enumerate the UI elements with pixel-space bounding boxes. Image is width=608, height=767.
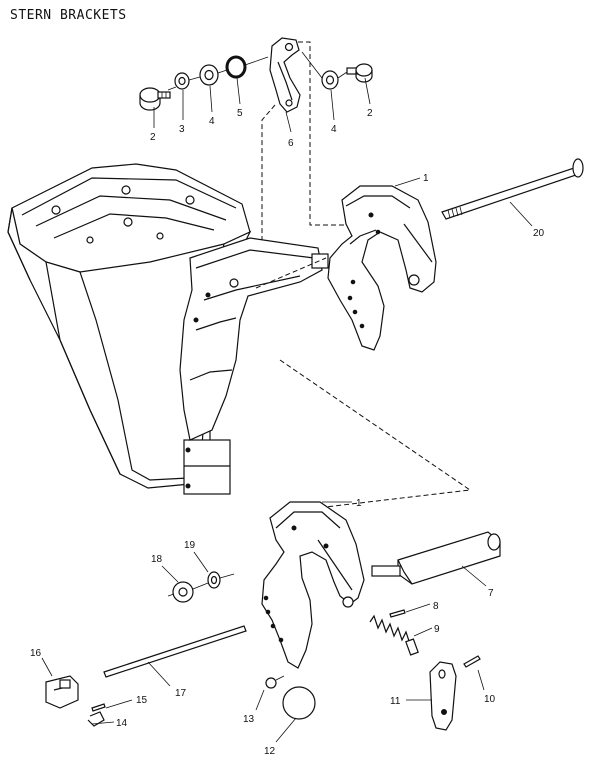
callout-2-left: 2 xyxy=(150,132,156,143)
part-4-washer-left xyxy=(199,64,219,86)
part-12-cap xyxy=(282,686,316,720)
diagram-title: STERN BRACKETS xyxy=(10,8,127,23)
callout-12: 12 xyxy=(264,746,276,757)
part-2-bolt-left xyxy=(139,87,171,111)
callout-7: 7 xyxy=(488,588,494,599)
lower-unit-housing xyxy=(7,163,252,495)
part-6-link-plate xyxy=(269,37,301,113)
callout-2-right: 2 xyxy=(367,108,373,119)
part-13-nut xyxy=(265,677,277,689)
swivel-bracket xyxy=(179,237,329,441)
part-7-tilt-pin-sleeve xyxy=(371,531,501,585)
callout-17: 17 xyxy=(175,688,187,699)
part-19-washer xyxy=(207,571,221,589)
callout-9: 9 xyxy=(434,624,440,635)
callout-20: 20 xyxy=(533,228,545,239)
part-5-snap-ring xyxy=(225,55,247,79)
part-11-lever xyxy=(429,661,457,731)
part-2-bolt-right xyxy=(346,63,373,83)
callout-14: 14 xyxy=(116,718,128,729)
callout-3: 3 xyxy=(179,124,185,135)
part-8-pin xyxy=(389,609,406,618)
part-20-tilt-bolt xyxy=(441,158,584,220)
callout-4-left: 4 xyxy=(209,116,215,127)
callout-1-lower: 1 xyxy=(356,498,362,509)
part-4-washer-right xyxy=(321,70,339,90)
callout-15: 15 xyxy=(136,695,148,706)
part-9-spring xyxy=(369,614,419,656)
callout-16: 16 xyxy=(30,648,42,659)
part-16-clip xyxy=(45,675,79,709)
part-10-pin xyxy=(463,655,481,668)
part-1-stern-bracket-lower xyxy=(261,501,365,669)
leader-lines xyxy=(41,77,533,743)
part-3-flat-washer xyxy=(174,72,190,90)
callout-4-right: 4 xyxy=(331,124,337,135)
callout-13: 13 xyxy=(243,714,255,725)
callout-10: 10 xyxy=(484,694,496,705)
callout-19: 19 xyxy=(184,540,196,551)
part-17-tilt-rod xyxy=(103,625,247,678)
callout-1-upper: 1 xyxy=(423,173,429,184)
callout-18: 18 xyxy=(151,554,163,565)
callout-11: 11 xyxy=(390,696,401,707)
part-18-nut xyxy=(172,581,194,603)
callout-6: 6 xyxy=(288,138,294,149)
part-15-pin xyxy=(91,703,106,712)
callout-8: 8 xyxy=(433,601,439,612)
part-1-stern-bracket-upper xyxy=(327,185,437,351)
callout-5: 5 xyxy=(237,108,243,119)
